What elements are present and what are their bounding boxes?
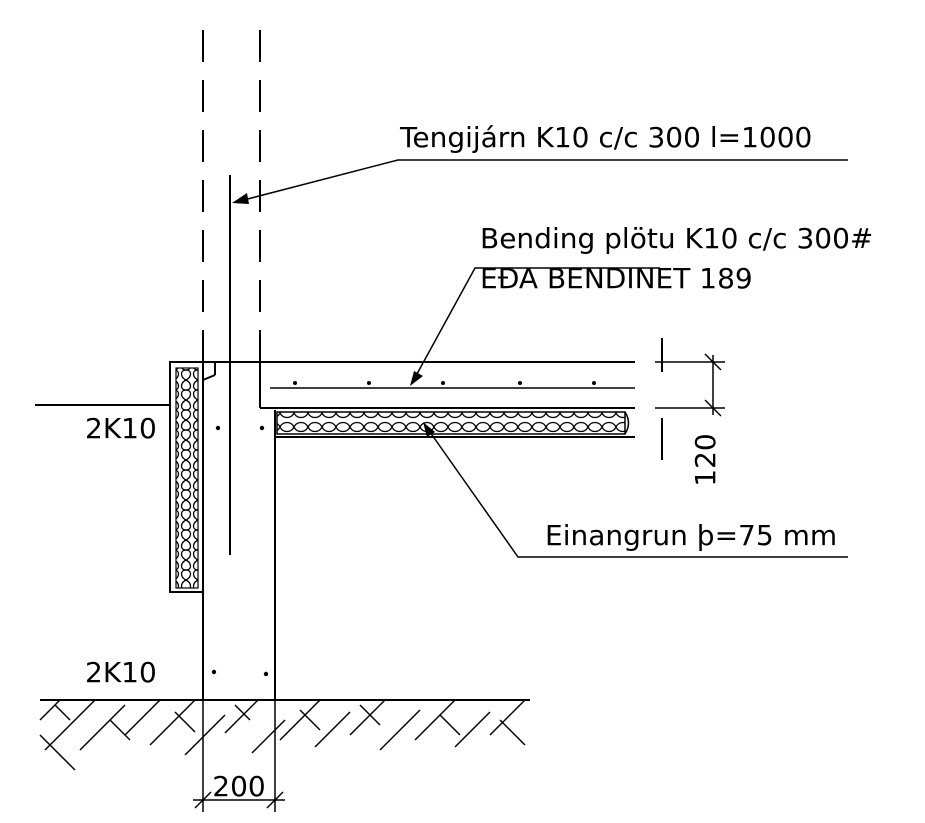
- label-tengijarn: Tengijárn K10 c/c 300 l=1000: [399, 121, 812, 154]
- label-bending-line2: EÐA BENDINET 189: [480, 262, 753, 295]
- dimension-200-label: 200: [212, 770, 265, 803]
- upper-wall-outline: [202, 30, 261, 362]
- leader-lines: [232, 159, 848, 558]
- label-rebar-lower: 2K10: [85, 656, 157, 689]
- slab-insulation: [275, 411, 635, 438]
- dimension-120-label: 120: [689, 433, 722, 486]
- label-rebar-upper: 2K10: [85, 412, 157, 445]
- wall-insulation: [169, 361, 204, 593]
- label-einangrun: Einangrun þ=75 mm: [545, 519, 837, 552]
- wall-rebar-dots: [211, 425, 269, 677]
- label-bending-line1: Bending plötu K10 c/c 300#: [480, 222, 873, 255]
- dimension-200: 200: [193, 700, 285, 812]
- soil-hatch: [39, 699, 530, 771]
- dimension-120: 120: [655, 338, 725, 487]
- floor-slab: [259, 362, 635, 409]
